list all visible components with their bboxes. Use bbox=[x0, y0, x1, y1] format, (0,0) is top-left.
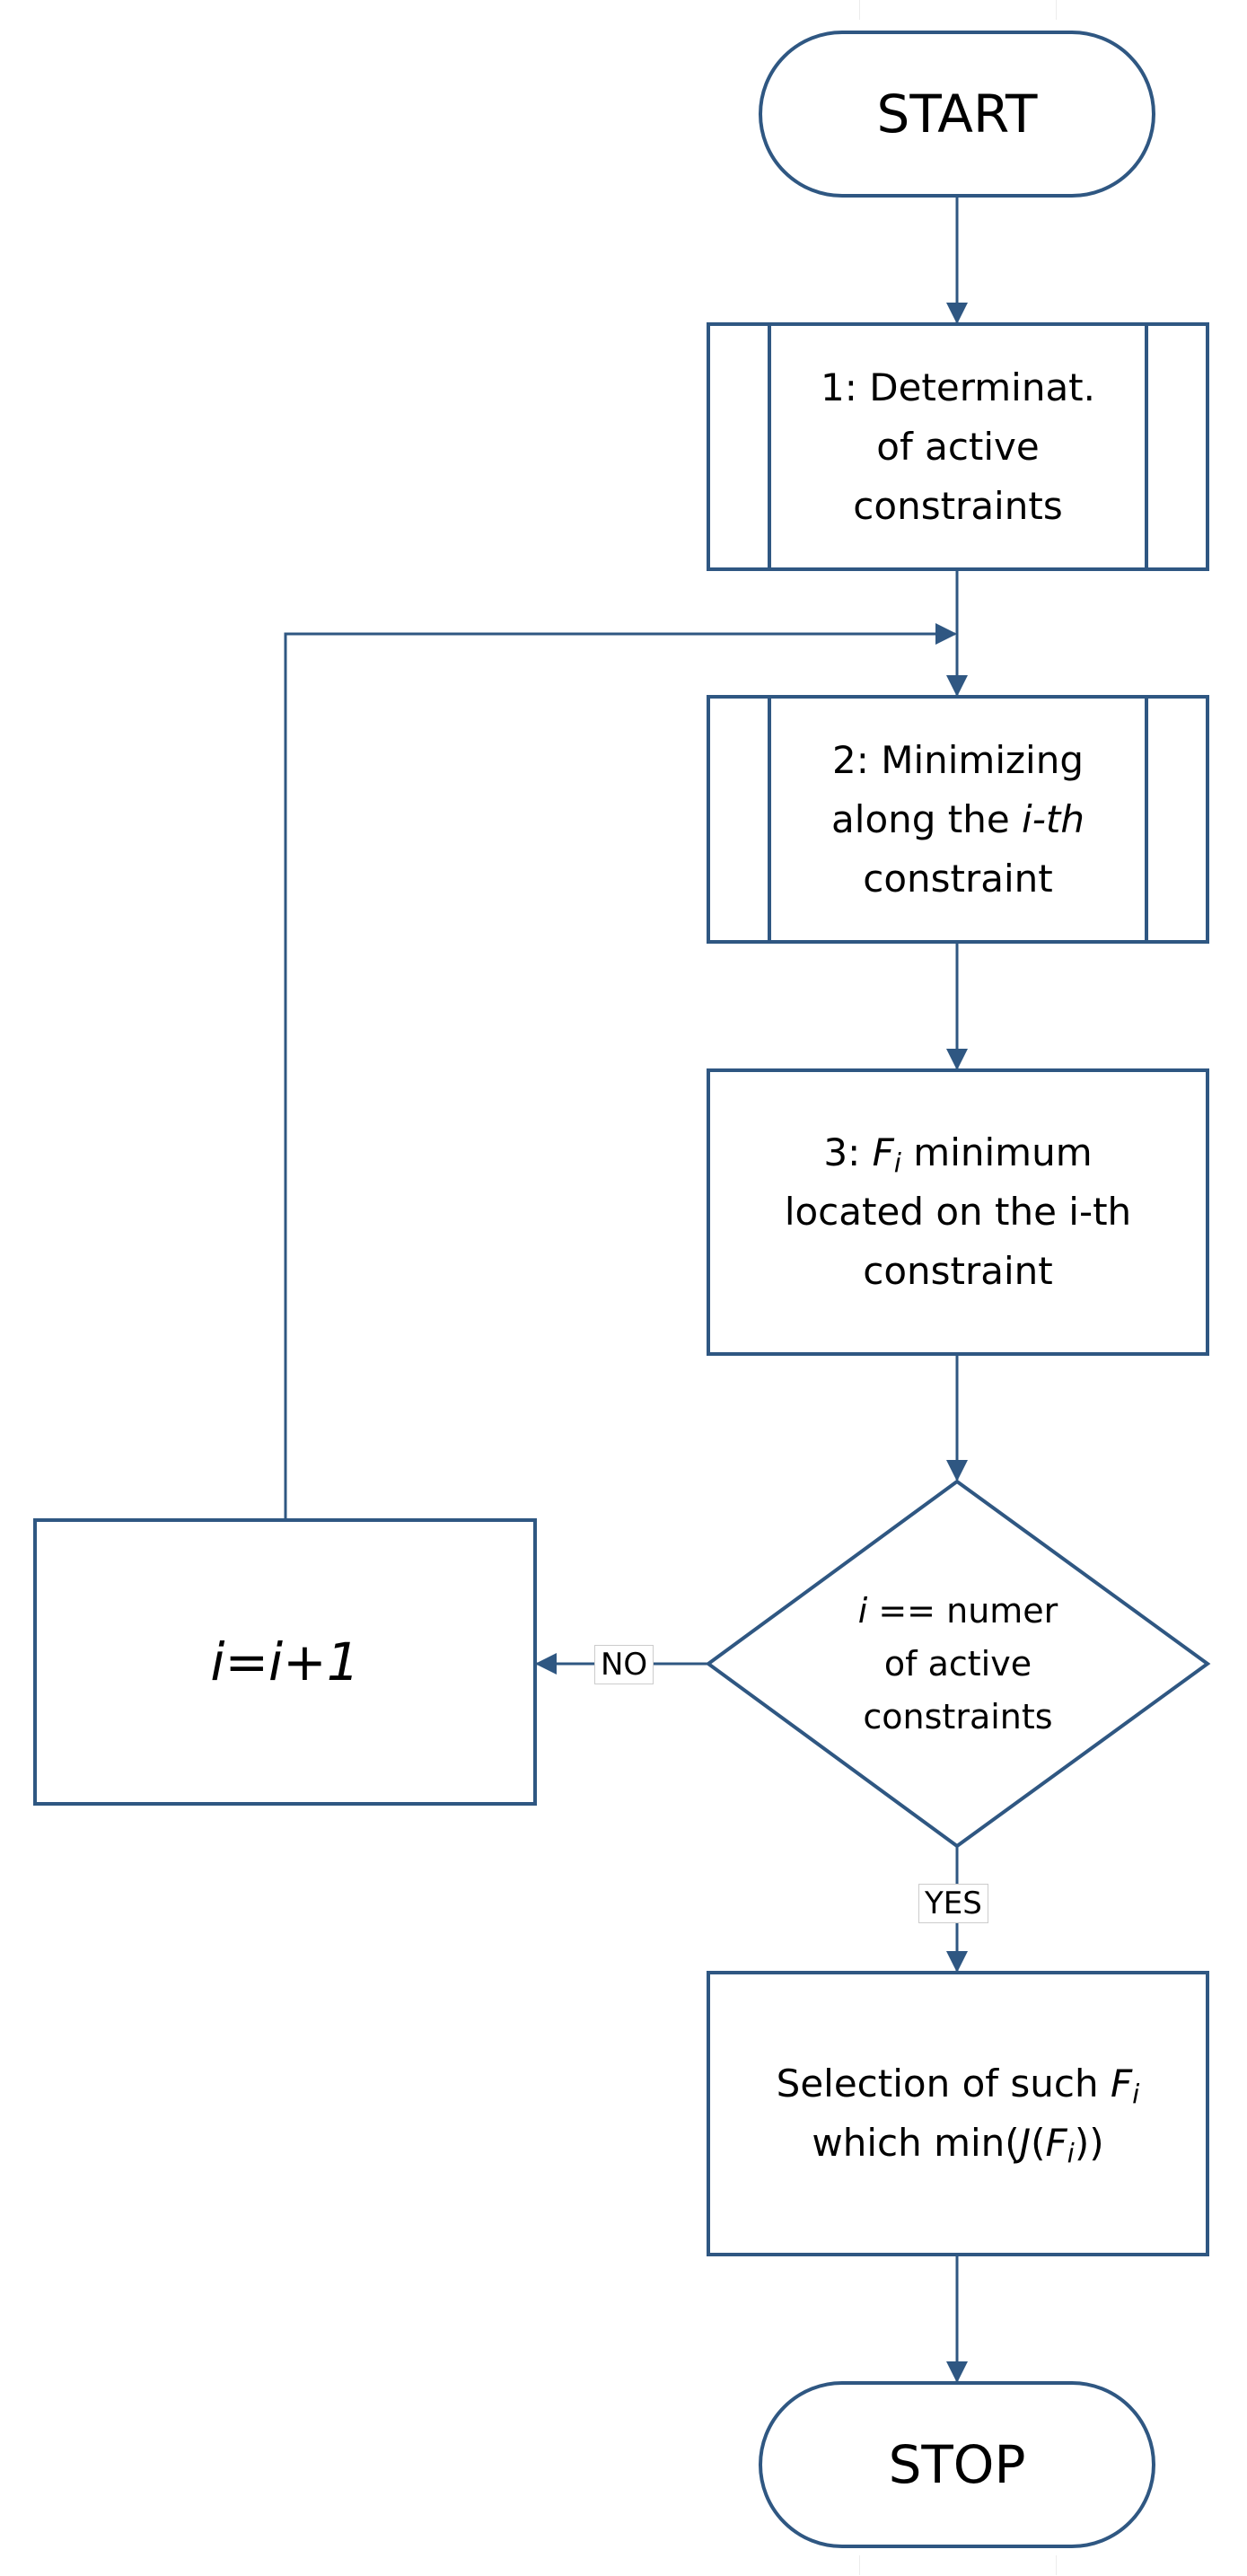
step3-label: 3: Fi minimum located on the i-th constr… bbox=[784, 1130, 1132, 1293]
select-label: Selection of such Fi which min(J(Fi)) bbox=[776, 2062, 1140, 2169]
step1-label: 1: Determinat. of active constraints bbox=[821, 365, 1095, 528]
step1-subprocess bbox=[707, 322, 1209, 571]
stop-label: STOP bbox=[888, 2434, 1026, 2495]
step2-label: 2: Minimizing along the i-th constraint bbox=[831, 737, 1085, 901]
bottom-trim-mark bbox=[859, 2555, 1057, 2575]
yes-edge-label: YES bbox=[918, 1884, 988, 1923]
start-label: START bbox=[876, 84, 1038, 145]
increment-process bbox=[33, 1518, 537, 1806]
step3-process bbox=[707, 1068, 1209, 1356]
edge-loop-back bbox=[284, 623, 957, 1520]
no-edge-label: NO bbox=[594, 1645, 654, 1684]
top-trim-mark bbox=[859, 0, 1057, 20]
decision-label: i == numer of active constraints bbox=[857, 1590, 1058, 1736]
increment-label: i=i+1 bbox=[210, 1631, 360, 1692]
stop-terminal bbox=[759, 2381, 1155, 2548]
